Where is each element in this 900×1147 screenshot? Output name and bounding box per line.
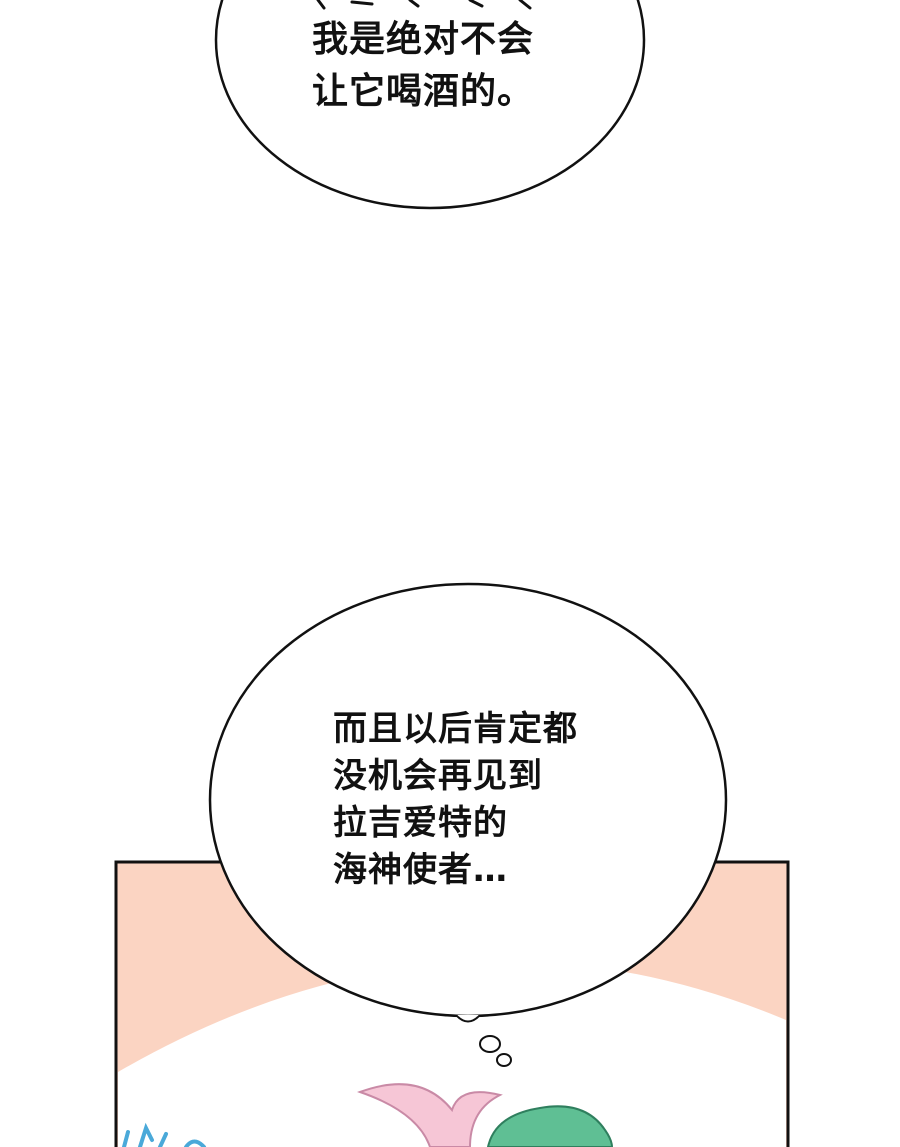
pink-hair-spikes	[357, 1083, 503, 1147]
speech-bubble-top-line-2: 让它喝酒的。	[312, 71, 535, 112]
thought-dot-small	[496, 1053, 512, 1067]
thought-bubble-line-3: 拉吉爱特的	[333, 803, 508, 843]
thought-bubble-text: 而且以后肯定都 没机会再见到 拉吉爱特的 海神使者…	[333, 706, 578, 894]
thought-bubble-tail	[455, 1014, 481, 1023]
thought-bubble-line-1: 而且以后肯定都	[333, 709, 578, 749]
speech-bubble-top	[214, 0, 646, 210]
panel-glow-arc	[118, 961, 786, 1147]
thought-bubble-line-2: 没机会再见到	[333, 756, 543, 796]
thought-bubble-line-4: 海神使者…	[333, 850, 508, 890]
blue-splash-marks	[122, 1122, 206, 1147]
thought-dot-large	[479, 1035, 501, 1053]
cut-off-text-fragments	[316, 0, 532, 10]
green-hair-curls	[486, 1105, 614, 1147]
speech-bubble-top-text: 我是绝对不会 让它喝酒的。	[312, 14, 534, 118]
speech-bubble-top-line-1: 我是绝对不会	[312, 19, 535, 60]
